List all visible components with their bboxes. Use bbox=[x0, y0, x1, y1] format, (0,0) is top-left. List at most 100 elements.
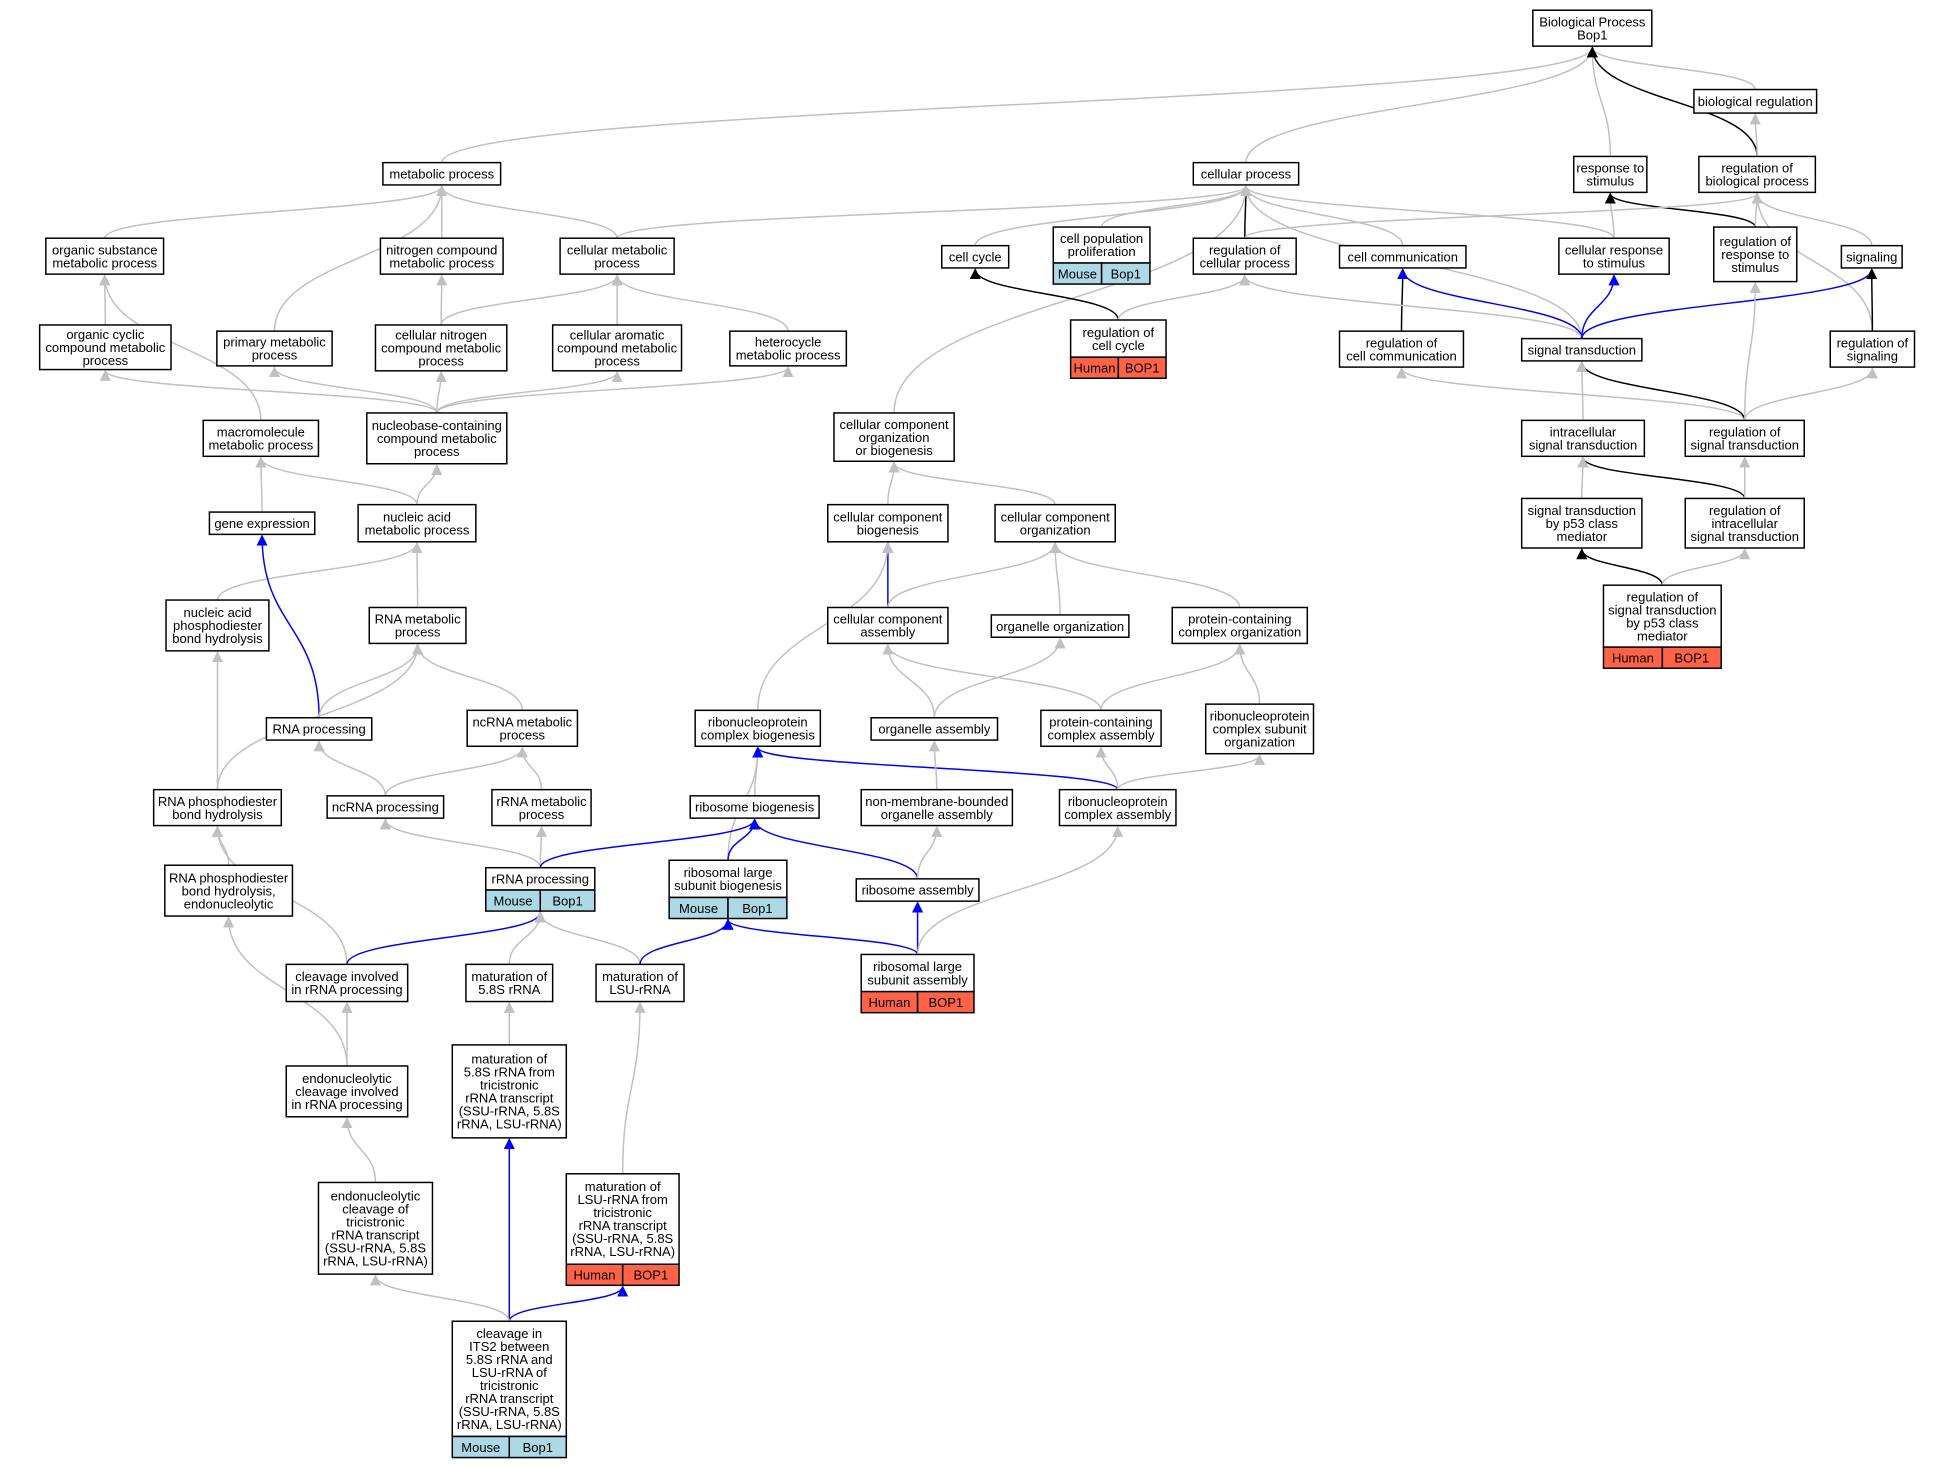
term-box bbox=[326, 795, 445, 819]
term-box bbox=[1684, 497, 1805, 549]
go-term-sigtrans[interactable]: signal transduction bbox=[1520, 337, 1643, 362]
term-box bbox=[1338, 244, 1467, 269]
edge-endotri-to-endo bbox=[341, 1116, 377, 1183]
edge-geneexp-to-macro bbox=[255, 456, 267, 513]
term-label-line: cell cycle bbox=[949, 250, 1002, 265]
edge-ncrnamet-to-rnamet bbox=[412, 643, 524, 711]
term-box bbox=[689, 795, 820, 819]
edge-regst-to-sigtrans bbox=[1576, 361, 1746, 421]
edge-cleav-to-rrnaproc bbox=[346, 911, 546, 965]
go-term-ncrnaproc[interactable]: ncRNA processing bbox=[326, 795, 445, 819]
go-term-cellcycle[interactable]: cell cycle bbox=[941, 244, 1010, 269]
edge-regresp-to-resp bbox=[1604, 192, 1757, 228]
edge-regbp-to-bp bbox=[1586, 46, 1758, 157]
go-term-metab[interactable]: metabolic process bbox=[382, 161, 502, 186]
term-label-line: signal transduction bbox=[1529, 438, 1637, 453]
go-term-cellcomm[interactable]: cell communication bbox=[1338, 244, 1467, 269]
term-label-line: macromolecule bbox=[217, 425, 305, 440]
edge-cellmet-to-metab bbox=[436, 185, 618, 239]
term-box bbox=[694, 709, 822, 748]
term-label-line: metabolic process bbox=[365, 522, 470, 537]
go-term-mat58tri[interactable]: maturation of5.8S rRNA fromtricistronicr… bbox=[451, 1044, 568, 1139]
go-term-ribobio[interactable]: ribosome biogenesis bbox=[689, 795, 820, 819]
edge-macro-to-orgsub bbox=[99, 274, 262, 421]
term-label-line: cleavage in bbox=[476, 1326, 542, 1341]
term-label-line: tricistronic bbox=[480, 1078, 539, 1093]
term-label-line: organic substance bbox=[52, 242, 158, 257]
go-term-rnaproc[interactable]: RNA processing bbox=[265, 717, 373, 741]
go-term-mat58[interactable]: maturation of5.8S rRNA bbox=[465, 963, 554, 1003]
edge-rrnaproc-to-ribobio bbox=[539, 818, 761, 868]
term-box bbox=[285, 1065, 409, 1118]
term-label-line: (SSU-rRNA, 5.8S bbox=[459, 1104, 560, 1119]
go-term-orgorg[interactable]: organelle organization bbox=[990, 614, 1130, 638]
annotation-species: Mouse bbox=[493, 894, 532, 909]
edge-ncrnaproc-to-ncrnamet bbox=[384, 746, 528, 797]
go-term-cellproc[interactable]: cellular process bbox=[1192, 161, 1300, 186]
go-term-geneexp[interactable]: gene expression bbox=[208, 511, 316, 536]
term-box bbox=[379, 237, 504, 275]
edge-regcomm-to-cellcomm bbox=[1397, 268, 1409, 332]
go-term-riboasm[interactable]: ribosome assembly bbox=[855, 878, 980, 902]
go-term-bioreg[interactable]: biological regulation bbox=[1693, 88, 1818, 114]
term-label-line: metabolic process bbox=[52, 255, 157, 270]
go-term-signaling[interactable]: signaling bbox=[1840, 244, 1903, 269]
term-label-line: subunit biogenesis bbox=[674, 878, 782, 893]
term-label-line: rRNA transcript bbox=[465, 1391, 554, 1406]
term-box bbox=[668, 859, 788, 899]
go-term-orgasm[interactable]: organelle assembly bbox=[870, 717, 999, 741]
